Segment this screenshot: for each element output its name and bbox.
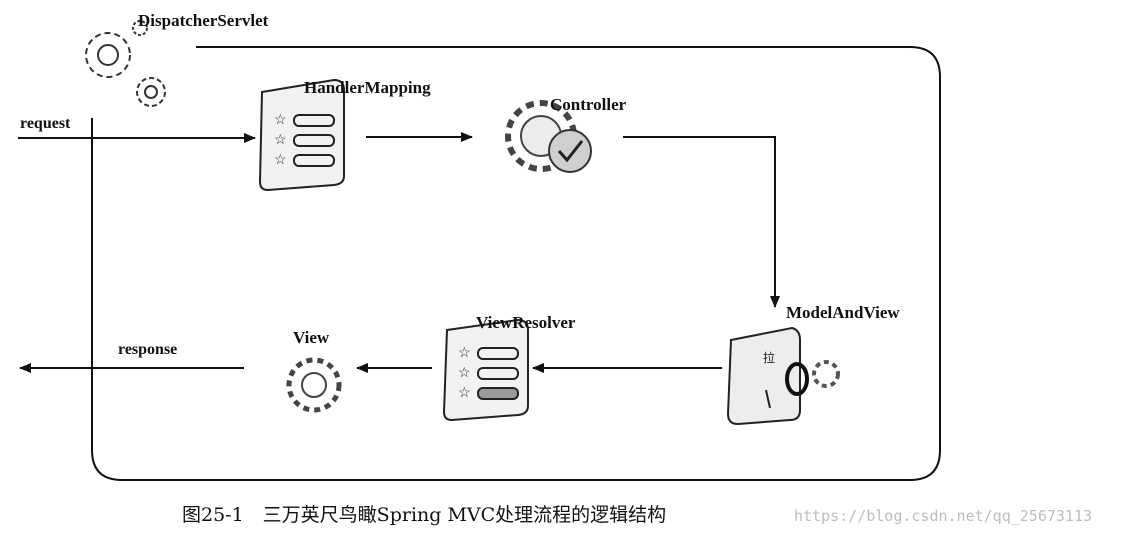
model-and-view-label: ModelAndView — [786, 303, 900, 322]
svg-text:☆: ☆ — [458, 366, 471, 381]
svg-text:☆: ☆ — [274, 113, 287, 128]
checklist-icon: ☆ ☆ ☆ — [258, 78, 345, 192]
gear-icon — [286, 357, 342, 413]
svg-text:☆: ☆ — [458, 386, 471, 401]
gears-icon — [85, 20, 166, 107]
figure-caption: 图25-1 三万英尺鸟瞰Spring MVC处理流程的逻辑结构 — [182, 504, 667, 526]
view-label: View — [293, 328, 330, 347]
controller-to-modelandview-arrow — [623, 136, 780, 308]
view-resolver-label: ViewResolver — [476, 313, 576, 332]
controller-label: Controller — [550, 95, 627, 114]
response-label: response — [118, 341, 177, 358]
svg-text:☆: ☆ — [274, 153, 287, 168]
watermark-url: https://blog.csdn.net/qq_25673113 — [794, 507, 1093, 525]
dispatcher-container-outline — [91, 46, 941, 481]
dispatcher-label: DispatcherServlet — [138, 11, 269, 30]
svg-text:☆: ☆ — [458, 346, 471, 361]
svg-text:☆: ☆ — [274, 133, 287, 148]
svg-text:拉: 拉 — [763, 350, 775, 365]
checklist-icon: ☆ ☆ ☆ — [442, 318, 529, 422]
handler-mapping-label: HandlerMapping — [304, 78, 431, 97]
document-gear-icon: 拉 — [726, 326, 840, 426]
request-label: request — [20, 115, 71, 132]
gear-check-icon — [505, 100, 592, 173]
